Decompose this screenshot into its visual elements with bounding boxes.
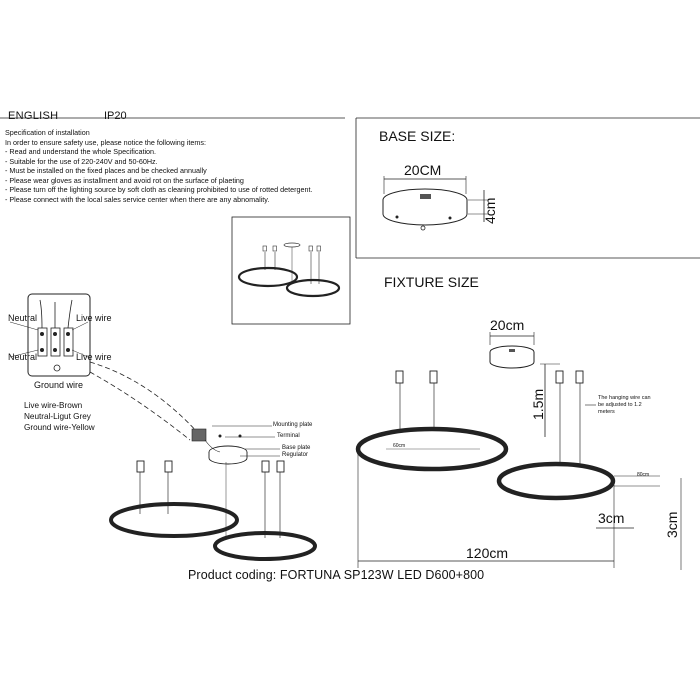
ip-rating: IP20 <box>104 110 127 122</box>
terminal-label: Terminal <box>277 433 300 439</box>
spec-line: - Read and understand the whole Specific… <box>5 147 157 156</box>
legend-item: Neutral-Ligut Grey <box>24 412 91 421</box>
product-coding: Product coding: FORTUNA SP123W LED D600+… <box>188 568 485 582</box>
spec-line: - Please wear gloves as installment and … <box>5 175 244 185</box>
neutral-top-label: Neutral <box>8 313 38 323</box>
spec-line: In order to ensure safety use, please no… <box>5 137 206 147</box>
small-ring-label: 80cm <box>637 472 650 478</box>
wiring-diagram <box>9 293 201 441</box>
spec-line: - Suitable for the use of 220-240V and 5… <box>5 156 158 166</box>
ground-label: Ground wire <box>34 380 84 390</box>
spec-line: - Please connect with the local sales se… <box>5 194 270 204</box>
live-top-label: Live wire <box>76 313 112 323</box>
base-height-label: 4cm <box>482 197 498 224</box>
fixture-drawing <box>355 332 682 570</box>
spec-line: - Please turn off the lighting source by… <box>5 185 313 194</box>
hanging-wire-note: The hanging wire can be adjusted to 1.2 … <box>598 395 651 415</box>
base-plate-drawing <box>382 176 488 231</box>
wire-color-legend: Live wire-Brown Neutral-Ligut Grey Groun… <box>24 400 95 433</box>
fixture-thumbnail <box>231 216 351 325</box>
fixture-size-heading: FIXTURE SIZE <box>384 274 479 290</box>
large-ring-label: 60cm <box>393 443 406 449</box>
installation-spec: Specification of installation In order t… <box>5 128 313 204</box>
legend-item: Live wire-Brown <box>24 401 83 410</box>
spec-line: - Must be installed on the fixed places … <box>5 166 207 175</box>
canopy-diameter-label: 20cm <box>490 317 525 333</box>
mounting-assembly <box>109 425 317 561</box>
neutral-bottom-label: Neutral <box>8 352 38 362</box>
base-plate-label: Base plate <box>282 445 311 451</box>
total-width-label: 120cm <box>466 545 509 561</box>
ring-thickness-label: 3cm <box>598 510 625 526</box>
base-diameter-label: 20CM <box>404 162 442 178</box>
cable-length-label: 1.5m <box>530 388 546 420</box>
language-label: ENGLISH <box>8 110 59 122</box>
regulator-label: Regulator <box>282 452 309 458</box>
mounting-plate-label: Mounting plate <box>273 422 313 428</box>
spec-title: Specification of installation <box>5 128 90 137</box>
live-bottom-label: Live wire <box>76 352 112 362</box>
base-size-heading: BASE SIZE: <box>379 128 456 144</box>
legend-item: Ground wire-Yellow <box>24 423 95 432</box>
ring-height-label: 3cm <box>664 511 680 538</box>
